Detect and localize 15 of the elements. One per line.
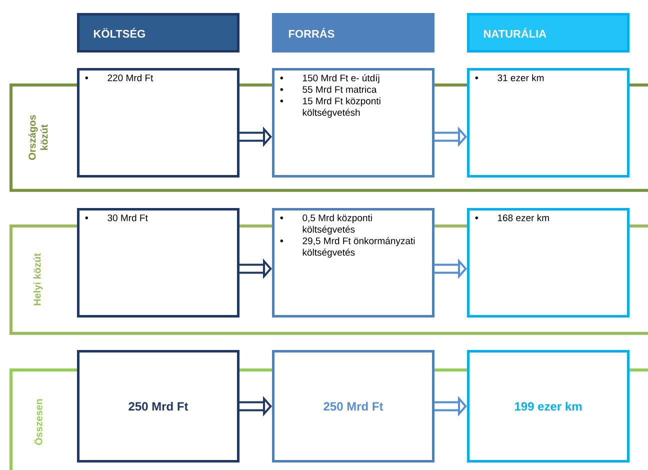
total-box: 199 ezer km [467,350,630,462]
total-box: 250 Mrd Ft [77,350,240,462]
column-header: FORRÁS [272,13,434,52]
text-box: 168 ezer km [467,208,630,318]
column-header: KÖLTSÉG [77,13,240,52]
total-box: 250 Mrd Ft [272,350,434,462]
text-box: 150 Mrd Ft e- útdíj 55 Mrd Ft matrica 15 Mrd Ft központi költségvetésh [272,68,434,178]
text-box: 220 Mrd Ft [77,68,240,178]
column-header: NATURÁLIA [467,13,630,52]
row-label: Összesen [34,399,42,445]
text-box: 0,5 Mrd központi költségvetés 29,5 Mrd Ft önkormányzati költségvetés [272,208,434,318]
row-label: Országos közút [28,115,48,160]
text-box: 30 Mrd Ft [77,208,240,318]
row-label: Helyi közút [33,253,43,306]
text-box: 31 ezer km [467,68,630,178]
